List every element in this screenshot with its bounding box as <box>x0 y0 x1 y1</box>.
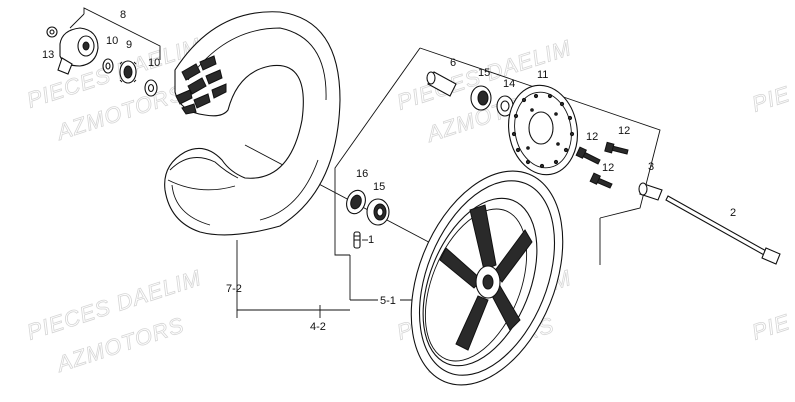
part-15-bearing-right <box>470 85 492 111</box>
callout-1: 1 <box>368 234 374 246</box>
wheel-rim-5-1 <box>410 170 564 386</box>
watermark-text: PIE <box>749 309 793 345</box>
part-9-gear <box>119 60 137 84</box>
callout-10: 10 <box>148 57 160 69</box>
callout-12: 12 <box>586 131 598 143</box>
callout-labels: 8 10 9 10 13 6 15 14 11 12 12 12 3 2 16 … <box>42 9 736 333</box>
part-13-nut <box>46 26 58 38</box>
brake-disc-holes <box>511 93 575 169</box>
callout-2: 2 <box>730 207 736 219</box>
part-12-bolt <box>575 146 601 165</box>
tire-7-2 <box>164 11 341 236</box>
callout-11: 11 <box>537 69 548 81</box>
callout-15: 15 <box>373 181 385 193</box>
callout-7-2: 7-2 <box>226 283 242 295</box>
part-10-washer-right <box>144 79 158 97</box>
part-15-bearing-left <box>366 198 390 226</box>
callout-14: 14 <box>503 78 515 90</box>
callout-10: 10 <box>106 35 118 47</box>
part-16-seal <box>346 189 366 215</box>
callout-5-1: 5-1 <box>380 295 396 307</box>
part-1-valve <box>353 231 361 249</box>
callout-12: 12 <box>602 162 614 174</box>
callout-6: 6 <box>450 57 456 69</box>
callout-16: 16 <box>356 168 368 180</box>
callout-9: 9 <box>126 39 132 51</box>
callout-15: 15 <box>478 67 490 79</box>
part-2-axle <box>665 195 781 265</box>
part-12-bolt <box>604 141 629 155</box>
callout-3: 3 <box>648 161 654 173</box>
part-12-bolt <box>589 172 613 189</box>
part-10-washer-left <box>102 58 114 74</box>
part-6-collar <box>426 71 457 97</box>
part-14-seal <box>496 95 514 117</box>
wheel-spokes <box>439 204 533 351</box>
watermark-text: PIE <box>749 81 793 117</box>
tire-tread <box>175 55 227 115</box>
part-11-brake-disc <box>508 84 578 176</box>
callout-4-2: 4-2 <box>310 321 326 333</box>
speedometer-gearbox <box>57 27 99 75</box>
callout-13: 13 <box>42 49 54 61</box>
callout-8: 8 <box>120 9 126 21</box>
part-3-collar <box>638 182 663 201</box>
callout-12: 12 <box>618 125 630 137</box>
